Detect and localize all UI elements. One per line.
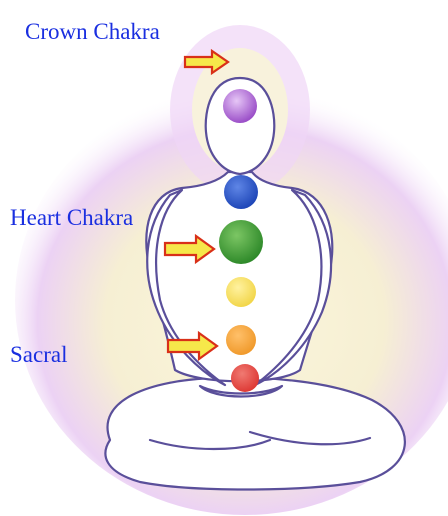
- crown-chakra-label: Crown Chakra: [25, 20, 160, 43]
- heart-chakra: [219, 220, 263, 264]
- heart-chakra-label: Heart Chakra: [10, 206, 133, 229]
- sacral-chakra-label: Sacral: [10, 343, 67, 366]
- solar-plexus-chakra: [226, 277, 256, 307]
- root-chakra: [231, 364, 259, 392]
- crown-chakra: [223, 89, 257, 123]
- throat-chakra: [224, 175, 258, 209]
- sacral-chakra: [226, 325, 256, 355]
